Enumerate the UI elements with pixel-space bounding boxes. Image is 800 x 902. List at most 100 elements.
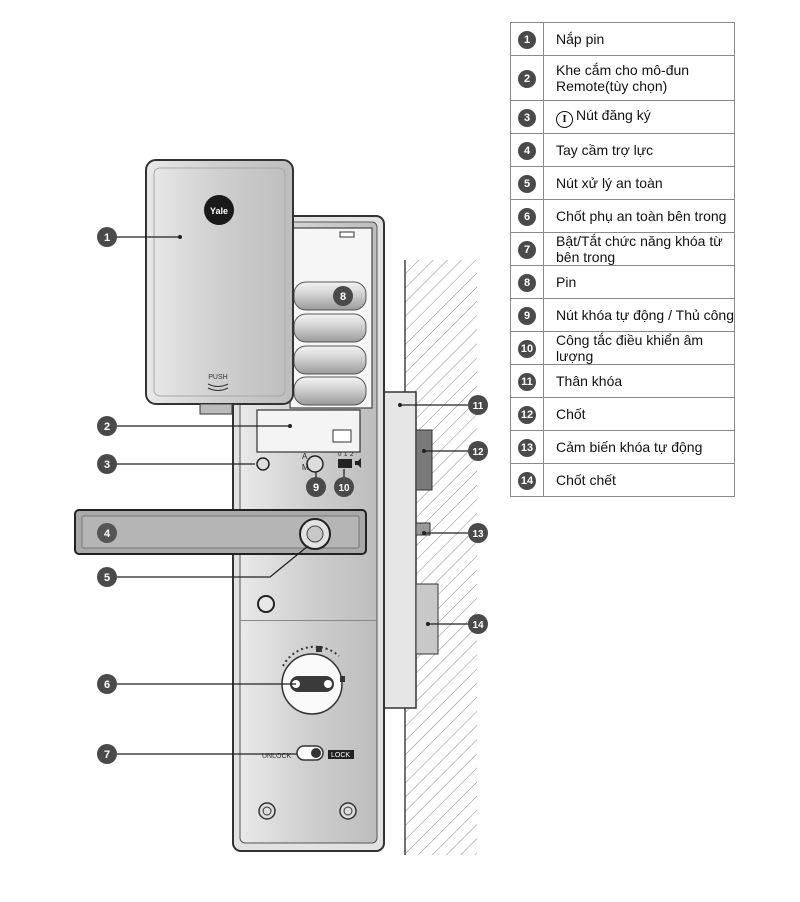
svg-text:4: 4 <box>104 528 111 540</box>
legend-label: Chốt <box>556 406 586 422</box>
legend-row: 6 Chốt phụ an toàn bên trong <box>510 199 735 233</box>
legend-label-cell: Bật/Tắt chức năng khóa từ bên trong <box>543 232 735 266</box>
callout-2: 2 <box>97 416 117 436</box>
legend-number-cell: 8 <box>510 265 544 299</box>
svg-text:8: 8 <box>340 291 346 303</box>
legend-row: 1 Nắp pin <box>510 22 735 56</box>
wall <box>404 260 477 855</box>
legend-number-badge: 9 <box>518 306 536 325</box>
legend-row: 2 Khe cắm cho mô-đun Remote(tùy chọn) <box>510 55 735 101</box>
legend-label: Khe cắm cho mô-đun Remote(tùy chọn) <box>556 62 690 94</box>
callout-7: 7 <box>97 744 117 764</box>
legend-label: Chốt chết <box>556 472 616 488</box>
legend-table: 1 Nắp pin 2 Khe cắm cho mô-đun Remote(tùy c… <box>510 22 735 497</box>
svg-text:14: 14 <box>472 620 484 631</box>
legend-label: Pin <box>556 274 577 290</box>
legend-number-cell: 14 <box>510 463 544 497</box>
legend-number-badge: 3 <box>518 108 536 127</box>
legend-label: Chốt phụ an toàn bên trong <box>556 208 727 224</box>
manual-label: M <box>302 463 309 472</box>
leader-dots <box>178 235 430 626</box>
svg-text:5: 5 <box>104 572 110 584</box>
brand-label: Yale <box>210 206 228 216</box>
svg-text:2: 2 <box>104 421 110 433</box>
svg-text:3: 3 <box>104 459 110 471</box>
lock-body <box>383 391 439 709</box>
legend-label-cell: Khe cắm cho mô-đun Remote(tùy chọn) <box>543 55 735 101</box>
svg-text:7: 7 <box>104 749 110 761</box>
yale-logo <box>204 195 234 225</box>
legend-number-badge: 13 <box>518 438 536 457</box>
vol-1-label: 1 <box>344 452 348 458</box>
callout-8: 8 <box>333 286 353 306</box>
callout-12: 12 <box>468 441 488 461</box>
callout-4: 4 <box>97 523 117 543</box>
svg-text:11: 11 <box>473 401 484 412</box>
legend-number-badge: 1 <box>518 30 536 49</box>
legend-number-badge: 11 <box>518 372 536 391</box>
lock-label: LOCK <box>331 752 350 759</box>
auto-label: A <box>302 452 308 461</box>
legend-number-cell: 1 <box>510 22 544 56</box>
legend-number-cell: 5 <box>510 166 544 200</box>
legend-label-cell: Công tắc điều khiển âm lượng <box>543 331 735 365</box>
legend-number-cell: 4 <box>510 133 544 167</box>
speaker-icon <box>355 458 361 468</box>
thumb-turn <box>281 645 345 715</box>
lock-icon <box>340 676 345 682</box>
legend-label-cell: Chốt chết <box>543 463 735 497</box>
vol-0-label: 0 <box>338 452 342 458</box>
legend-number-cell: 13 <box>510 430 544 464</box>
legend-label: Nút khóa tự động / Thủ công <box>556 307 735 323</box>
legend-row: 5 Nút xử lý an toàn <box>510 166 735 200</box>
legend-label: Nút đăng ký <box>576 106 651 123</box>
legend-number-badge: 7 <box>518 240 536 259</box>
legend-row: 14 Chốt chết <box>510 463 735 497</box>
svg-text:12: 12 <box>472 447 484 458</box>
svg-text:6: 6 <box>104 679 110 691</box>
legend-label: Nắp pin <box>556 31 605 47</box>
callout-9: 9 <box>306 477 326 497</box>
legend-row: 13 Cảm biến khóa tự động <box>510 430 735 464</box>
callout-11: 11 <box>468 395 488 415</box>
legend-number-cell: 12 <box>510 397 544 431</box>
legend-number-cell: 9 <box>510 298 544 332</box>
legend-label-cell: Chốt <box>543 397 735 431</box>
legend-label-cell: Thân khóa <box>543 364 735 398</box>
legend-label-cell: Tay cầm trợ lực <box>543 133 735 167</box>
leader-lines <box>117 236 468 755</box>
legend-label: Thân khóa <box>556 373 623 389</box>
legend-number-cell: 2 <box>510 55 544 101</box>
svg-text:13: 13 <box>472 529 484 540</box>
svg-text:10: 10 <box>338 483 350 494</box>
legend-number-badge: 12 <box>518 405 536 424</box>
legend-number-badge: 8 <box>518 273 536 292</box>
legend-number-cell: 11 <box>510 364 544 398</box>
legend-number-badge: 6 <box>518 207 536 226</box>
legend-label: Cảm biến khóa tự động <box>556 439 703 455</box>
legend-row: 9 Nút khóa tự động / Thủ công <box>510 298 735 332</box>
callout-13: 13 <box>468 523 488 543</box>
svg-text:1: 1 <box>104 232 110 244</box>
legend-number-badge: 5 <box>518 174 536 193</box>
legend-row: 7 Bật/Tắt chức năng khóa từ bên trong <box>510 232 735 266</box>
callout-3: 3 <box>97 454 117 474</box>
legend-number-cell: 6 <box>510 199 544 233</box>
legend-label-cell: Chốt phụ an toàn bên trong <box>543 199 735 233</box>
legend-number-badge: 14 <box>518 471 536 490</box>
callout-5: 5 <box>97 567 117 587</box>
info-circle-icon: I <box>556 110 573 128</box>
callout-1: 1 <box>97 227 117 247</box>
callout-badges: 1 2 3 4 5 6 7 8 9 10 11 12 13 14 <box>97 227 488 764</box>
legend-label-cell: Nút xử lý an toàn <box>543 166 735 200</box>
push-label: PUSH <box>208 374 227 381</box>
legend-label-cell: Cảm biến khóa tự động <box>543 430 735 464</box>
legend-label-cell: Nắp pin <box>543 22 735 56</box>
callout-10: 10 <box>334 477 354 497</box>
legend-row: 11 Thân khóa <box>510 364 735 398</box>
